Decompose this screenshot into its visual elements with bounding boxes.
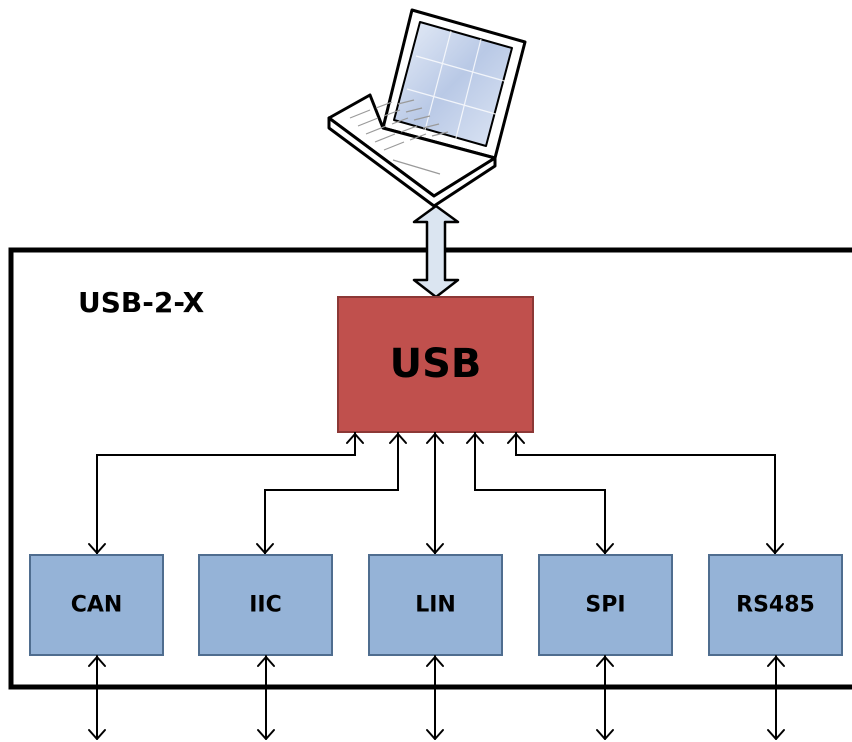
laptop-icon bbox=[327, 8, 527, 208]
external-io-arrows bbox=[88, 655, 785, 740]
enclosure-label: USB-2-X bbox=[78, 286, 205, 319]
interface-label-can: CAN bbox=[71, 593, 123, 618]
interface-label-rs485: RS485 bbox=[736, 593, 815, 618]
usb-hub-block: USB bbox=[337, 296, 534, 433]
interface-block-can: CAN bbox=[29, 554, 164, 656]
bus-connectors bbox=[96, 432, 776, 555]
interface-label-iic: IIC bbox=[249, 593, 282, 618]
connector-arrowheads bbox=[88, 433, 784, 554]
interface-label-spi: SPI bbox=[585, 593, 625, 618]
interface-label-lin: LIN bbox=[415, 593, 456, 618]
interface-block-lin: LIN bbox=[368, 554, 503, 656]
interface-block-iic: IIC bbox=[198, 554, 333, 656]
interface-block-rs485: RS485 bbox=[708, 554, 843, 656]
interface-block-spi: SPI bbox=[538, 554, 673, 656]
usb-hub-label: USB bbox=[390, 341, 482, 387]
